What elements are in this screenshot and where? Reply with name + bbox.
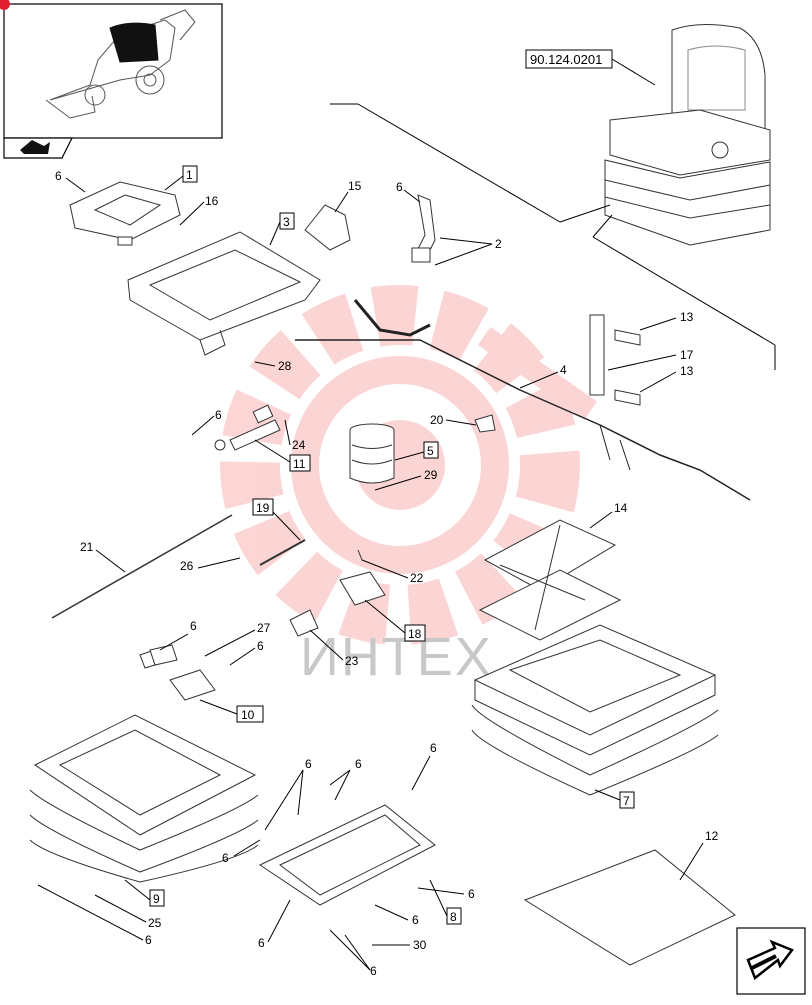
callout-4: 4 — [560, 363, 567, 377]
callout-14: 14 — [614, 501, 628, 515]
callout-22: 22 — [410, 571, 424, 585]
callout-8: 8 — [450, 910, 457, 924]
callout-13: 13 — [680, 364, 694, 378]
callout-17: 17 — [680, 348, 694, 362]
diagonal-guide-lines — [330, 103, 776, 370]
callout-29: 29 — [424, 468, 438, 482]
callout-26: 26 — [180, 559, 194, 573]
callout-21: 21 — [80, 540, 94, 554]
callout-28: 28 — [278, 359, 292, 373]
callout-18: 18 — [408, 627, 422, 641]
callout-15: 15 — [348, 179, 362, 193]
part-23-knob — [289, 609, 319, 637]
callout-6: 6 — [222, 851, 229, 865]
callout-1: 1 — [186, 168, 193, 182]
reference-code: 90.124.0201 — [530, 52, 602, 67]
callout-2: 2 — [495, 237, 502, 251]
callout-6: 6 — [430, 741, 437, 755]
callout-10: 10 — [241, 708, 255, 722]
part-19-rod — [259, 539, 306, 566]
part-3-base-frame — [127, 231, 321, 356]
callout-13: 13 — [680, 310, 694, 324]
part-4-cable-harness — [295, 299, 751, 501]
part-5-air-spring — [349, 423, 395, 484]
part-2-lever — [411, 194, 436, 263]
callout-16: 16 — [205, 194, 219, 208]
callout-23: 23 — [345, 654, 359, 668]
callout-6: 6 — [258, 936, 265, 950]
next-page-arrow-icon[interactable] — [736, 927, 806, 995]
callout-11: 11 — [293, 457, 306, 471]
callout-5: 5 — [427, 444, 434, 458]
callout-6: 6 — [145, 933, 152, 947]
callout-6: 6 — [355, 757, 362, 771]
part-10-valve — [139, 644, 216, 701]
callout-24: 24 — [292, 438, 306, 452]
callout-box — [182, 165, 198, 183]
leader — [611, 58, 656, 86]
part-21-cable — [51, 514, 233, 619]
part-18-valve — [339, 571, 386, 606]
thumbnail-panel — [3, 3, 223, 159]
complete-seat-assembly — [604, 23, 771, 246]
part-15-bracket — [304, 204, 351, 251]
callout-6: 6 — [257, 639, 264, 653]
callout-12: 12 — [705, 829, 719, 843]
callout-3: 3 — [283, 215, 290, 229]
corner-marker-icon — [0, 0, 10, 10]
part-22-pin — [357, 549, 363, 561]
part-20-clip — [474, 414, 496, 433]
callout-7: 7 — [623, 794, 630, 808]
part-14-scissor-mechanism — [478, 519, 622, 641]
callout-9: 9 — [153, 892, 160, 906]
callout-6: 6 — [396, 180, 403, 194]
callout-6: 6 — [215, 408, 222, 422]
callout-6: 6 — [55, 169, 62, 183]
callout-6: 6 — [190, 619, 197, 633]
callout-30: 30 — [413, 938, 427, 952]
backhoe-loader-icon — [45, 9, 196, 119]
part-17-strap — [589, 314, 641, 406]
part-11-damper — [214, 404, 281, 451]
callout-19: 19 — [256, 501, 270, 515]
part-8-slide-rail — [258, 804, 436, 906]
callout-6: 6 — [370, 964, 377, 978]
part-7-bellows — [471, 624, 719, 796]
part-1-plate — [69, 181, 181, 246]
back-arrow-icon[interactable] — [20, 140, 50, 154]
watermark-text: ИНТЕХ — [300, 627, 493, 687]
callout-6: 6 — [305, 757, 312, 771]
callout-6: 6 — [412, 913, 419, 927]
part-12-floor-plate — [523, 849, 736, 966]
part-9-bellows — [29, 714, 259, 883]
callout-6: 6 — [468, 887, 475, 901]
callout-20: 20 — [430, 413, 444, 427]
callout-25: 25 — [148, 916, 162, 930]
callout-27: 27 — [257, 621, 271, 635]
